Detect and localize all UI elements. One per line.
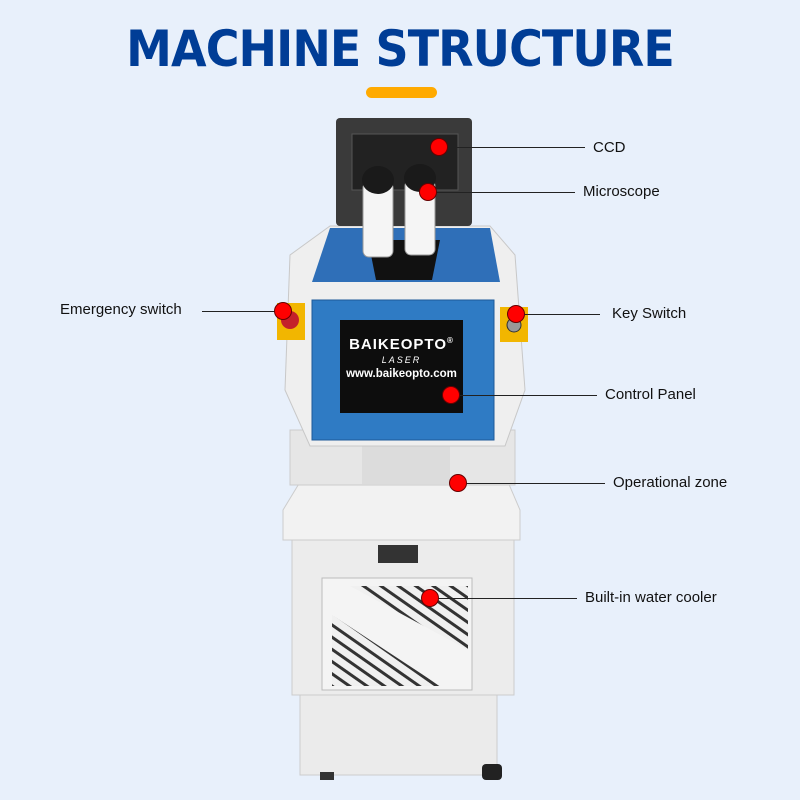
ccd-monitor [336, 118, 472, 226]
microscope [362, 164, 440, 280]
ccd-marker [430, 138, 448, 156]
screen-brand: BAIKEOPTO® [349, 336, 454, 353]
water-cooler-cabinet [291, 534, 515, 696]
callout-operational-zone: Operational zone [613, 474, 728, 491]
page-title: MACHINE STRUCTURE [126, 20, 675, 78]
callout-microscope: Microscope [583, 183, 660, 200]
operational-table [282, 481, 521, 541]
microscope-marker [419, 183, 437, 201]
screen-website: www.baikeopto.com [346, 368, 457, 380]
machine-base [299, 689, 502, 780]
screen-subbrand: LASER [381, 355, 422, 365]
key-switch-marker [507, 305, 525, 323]
callout-emergency-switch: Emergency switch [60, 301, 182, 318]
title-underline [366, 87, 437, 98]
operational-zone-marker [449, 474, 467, 492]
control-panel-marker [442, 386, 460, 404]
callout-key-switch: Key Switch [612, 305, 687, 322]
water-cooler-marker [421, 589, 439, 607]
callout-water-cooler: Built-in water cooler [585, 589, 717, 606]
emergency-switch-marker [274, 302, 292, 320]
callout-ccd: CCD [593, 139, 626, 156]
callout-control-panel: Control Panel [605, 386, 696, 403]
